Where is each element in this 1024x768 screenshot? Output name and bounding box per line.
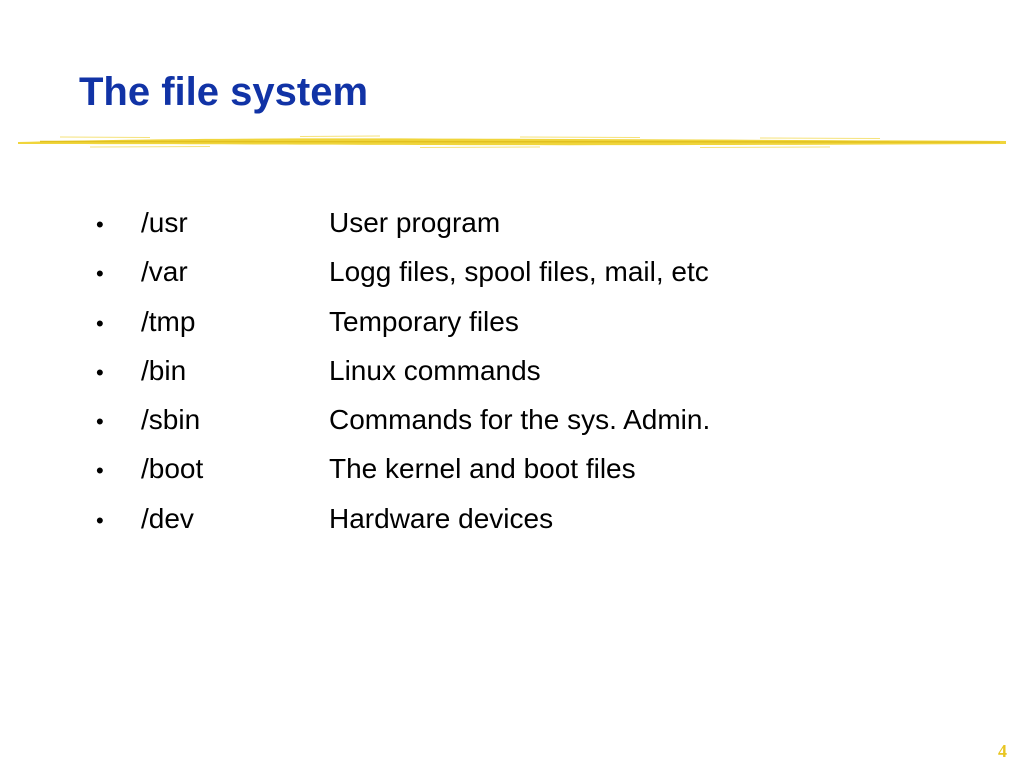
- bullet-marker: •: [96, 310, 104, 336]
- directory-path: /tmp: [141, 305, 196, 337]
- directory-description: Commands for the sys. Admin.: [329, 404, 711, 436]
- list-item: • /boot The kernel and boot files: [96, 444, 710, 493]
- directory-description: User program: [329, 207, 501, 238]
- bullet-marker: •: [96, 458, 104, 484]
- bullet-marker: •: [96, 261, 104, 287]
- bullet-marker: •: [96, 507, 104, 533]
- list-item: • /tmp Temporary files: [96, 297, 710, 346]
- bullet-marker: •: [96, 359, 104, 385]
- list-item: • /var Logg files, spool files, mail, et…: [96, 247, 710, 296]
- directory-path: /usr: [141, 207, 188, 238]
- list-item: • /usr User program: [96, 198, 710, 247]
- directory-path: /var: [141, 256, 188, 288]
- directory-path: /bin: [141, 354, 187, 386]
- rule-fray-bottom: [89, 146, 831, 148]
- bullet-marker: •: [96, 212, 104, 237]
- list-item: • /dev Hardware devices: [96, 494, 710, 543]
- slide-title: The file system: [79, 70, 369, 114]
- directory-path: /dev: [141, 502, 194, 534]
- rule-fray-top: [59, 135, 881, 139]
- page-number: 4: [998, 741, 1007, 761]
- bullet-list: • /usr User program • /var Logg files, s…: [96, 198, 710, 543]
- title-underline-rule: [18, 135, 1006, 148]
- directory-description: Logg files, spool files, mail, etc: [329, 256, 709, 288]
- directory-path: /boot: [141, 453, 204, 485]
- directory-description: Linux commands: [329, 354, 541, 386]
- directory-path: /sbin: [141, 404, 201, 436]
- list-item: • /bin Linux commands: [96, 346, 710, 395]
- directory-description: The kernel and boot files: [329, 453, 636, 485]
- bullet-marker: •: [96, 409, 104, 435]
- directory-description: Hardware devices: [329, 502, 554, 534]
- directory-description: Temporary files: [329, 305, 519, 337]
- list-item: • /sbin Commands for the sys. Admin.: [96, 395, 710, 444]
